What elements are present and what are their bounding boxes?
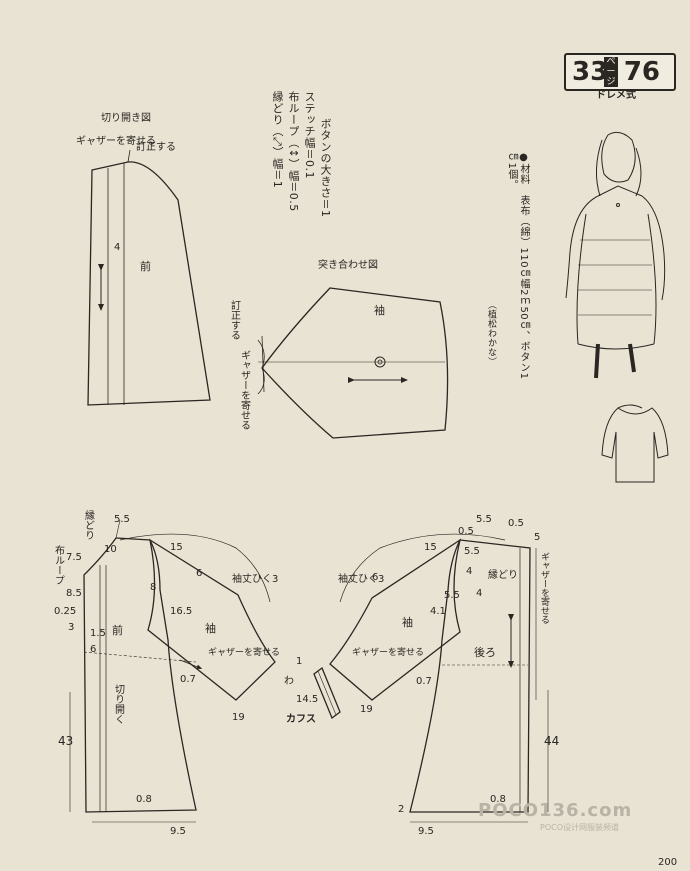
sleeve-draft-right [329, 533, 506, 701]
slash-dim-4: 4 [114, 242, 120, 253]
garment-flat-sketch [601, 404, 669, 483]
bl-dim-10: 10 [104, 544, 117, 555]
watermark: POCO136.com [478, 800, 633, 821]
br-dim-55b: 5.5 [464, 546, 480, 557]
page-reference-badge: 33 ページ 76 [564, 53, 676, 91]
bl-dim-6b: 6 [90, 644, 96, 655]
designer-credit: （植松わかな） [486, 300, 496, 367]
bl-dim-95: 9.5 [170, 826, 186, 837]
matching-correct-label: 訂正する [229, 299, 241, 340]
br-dim-2: 2 [398, 804, 404, 815]
br-sleeve-label: 袖 [402, 615, 413, 629]
slash-correct-label: 訂正する [136, 140, 176, 153]
br-dim-44: 44 [544, 734, 559, 748]
br-dim-41: 4.1 [430, 606, 446, 617]
br-sleeve-length-label: 袖丈ひく3 [338, 572, 384, 585]
bl-dim-6a: 6 [196, 568, 202, 579]
cuff-dim-145: 14.5 [296, 694, 318, 705]
br-dimensions: 5.5 0.5 0.5 5 15 5.5 4 4 6 4.1 5.5 0.7 1… [360, 514, 559, 837]
bl-dim-85: 8.5 [66, 588, 82, 599]
bl-dim-025: 0.25 [54, 606, 76, 617]
slash-front-label: 前 [140, 259, 151, 273]
bl-front-label: 前 [112, 623, 123, 637]
br-dim-4b: 4 [476, 588, 482, 599]
br-dim-15: 15 [424, 542, 437, 553]
bl-cut-open-label: 切り開く [113, 684, 125, 724]
bl-dim-07: 0.7 [180, 674, 196, 685]
br-dim-08: 0.8 [490, 794, 506, 805]
br-dim-6: 6 [372, 572, 378, 583]
br-back-label: 後ろ [474, 645, 496, 659]
bl-dim-165: 16.5 [170, 606, 192, 617]
bl-dim-15b: 1.5 [90, 628, 106, 639]
materials-note: ●材料 表布（綿）110㎝幅2ｍ50㎝、ボタン1㎝1個。 [506, 152, 529, 380]
bl-dimensions: 5.5 10 7.5 8.5 0.25 3 15 6 8 1.5 6 16.5 … [54, 514, 245, 837]
bl-sleeve-length-label: 袖丈ひく3 [232, 572, 278, 585]
bl-gather-label: ギャザーを寄せる [208, 646, 280, 658]
cuff-label: カフス [286, 713, 316, 725]
br-dim-05b: 0.5 [508, 518, 524, 529]
note-stitch-width: ステッチ幅＝0.1 [303, 91, 316, 179]
note-binding-width: 縁どり（⤢）幅＝1 [271, 91, 284, 189]
bl-dim-55: 5.5 [114, 514, 130, 525]
front-draft [69, 519, 197, 823]
bl-binding-label: 縁どり [83, 509, 95, 540]
cuff-fold-label: わ [284, 675, 294, 687]
sleeve-draft-left [119, 533, 276, 701]
cuff-dim-1: 1 [296, 656, 302, 667]
bl-dim-8: 8 [150, 582, 156, 593]
back-draft [409, 539, 549, 823]
page-number-left: 33 [572, 57, 609, 87]
br-dim-55c: 5.5 [444, 590, 460, 601]
matching-sleeve-label: 袖 [374, 303, 385, 317]
br-dim-55: 5.5 [476, 514, 492, 525]
slash-title: 切り開き図 [101, 112, 151, 124]
sleeve-matching-diagram [257, 287, 449, 439]
br-dim-95: 9.5 [418, 826, 434, 837]
br-dim-07: 0.7 [416, 676, 432, 687]
watermark-subtitle: POCO设计网服装频道 [540, 823, 620, 832]
br-dim-4a: 4 [466, 566, 472, 577]
matching-title: 突き合わせ図 [318, 258, 378, 271]
br-dim-05a: 0.5 [458, 526, 474, 537]
bl-dim-43: 43 [58, 734, 73, 748]
front-slash-diagram [87, 149, 211, 406]
cuff-piece [313, 666, 341, 720]
slash-gather-label: ギャザーを寄せる [76, 134, 156, 147]
br-dim-5: 5 [534, 532, 540, 543]
bl-dim-15a: 15 [170, 542, 183, 553]
br-binding-label: 縁どり [488, 568, 518, 581]
br-gather-sleeve-label: ギャザーを寄せる [352, 646, 424, 658]
bl-dim-75: 7.5 [66, 552, 82, 563]
model-illustration [565, 131, 666, 379]
page-number: 200 [658, 857, 678, 868]
br-gather-back-label: ギャザーを寄せる [539, 552, 550, 624]
note-button-size: ボタンの大きさ＝1 [319, 118, 332, 218]
note-loop-width: 布ループ（↕）幅＝0.5 [287, 91, 300, 212]
bl-dim-19: 19 [232, 712, 245, 723]
matching-gather-label: ギャザーを寄せる [239, 350, 251, 430]
bl-dim-08: 0.8 [136, 794, 152, 805]
page-word: ページ [604, 57, 618, 87]
page-number-right: 76 [623, 57, 660, 87]
bl-loop-label: 布ループ [53, 545, 65, 585]
bl-dim-3: 3 [68, 622, 74, 633]
bl-sleeve-label: 袖 [205, 621, 216, 635]
br-dim-19: 19 [360, 704, 373, 715]
style-label: ドレメ式 [596, 90, 636, 101]
